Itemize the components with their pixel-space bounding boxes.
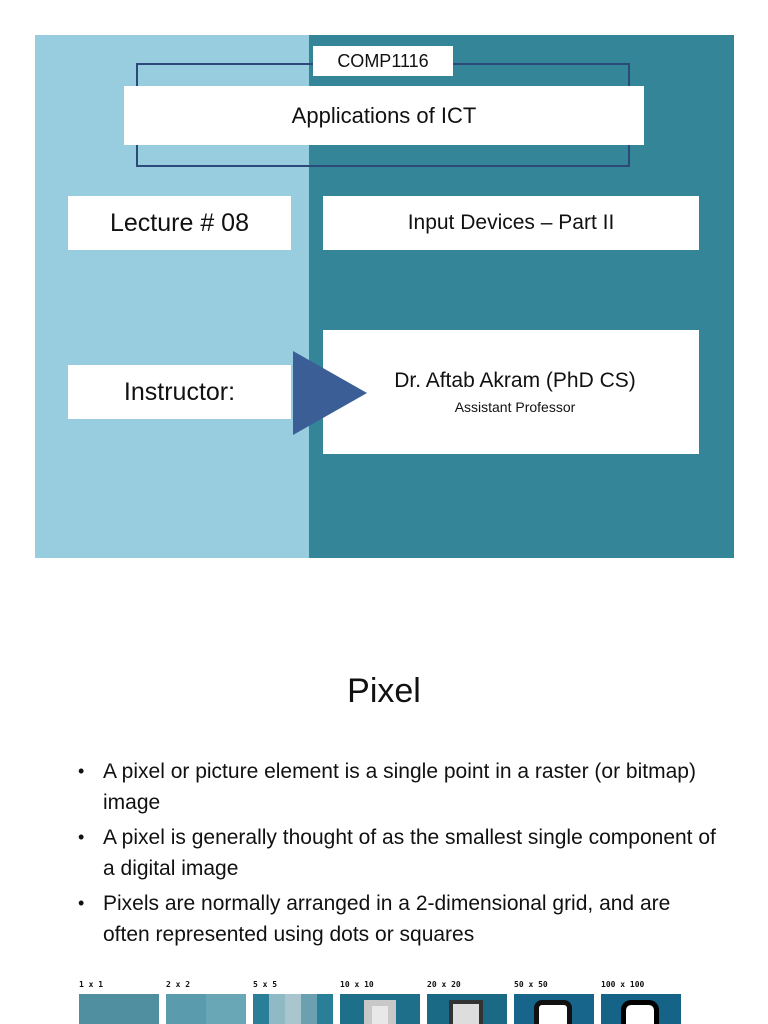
instructor-card: Dr. Aftab Akram (PhD CS) Assistant Profe… <box>323 330 699 454</box>
instructor-role: Assistant Professor <box>454 399 576 415</box>
resolution-label: 20 x 20 <box>427 980 461 989</box>
resolution-strip: 1 x 1 2 x 2 5 x 5 10 x 10 20 x 20 50 x 5… <box>79 980 689 1024</box>
pixel-image <box>514 994 594 1024</box>
pixel-image <box>427 994 507 1024</box>
pixel-image <box>166 994 246 1024</box>
resolution-sample: 20 x 20 <box>427 980 509 1024</box>
resolution-sample: 100 x 100 <box>601 980 683 1024</box>
title-slide: Applications of ICT COMP1116 Lecture # 0… <box>35 35 734 558</box>
pixel-image <box>253 994 333 1024</box>
resolution-sample: 5 x 5 <box>253 980 335 1024</box>
resolution-label: 1 x 1 <box>79 980 104 989</box>
pixel-image <box>601 994 681 1024</box>
pixel-image <box>340 994 420 1024</box>
course-code: COMP1116 <box>313 46 453 76</box>
bullet-icon: • <box>78 827 85 847</box>
resolution-label: 10 x 10 <box>340 980 374 989</box>
bullet-icon: • <box>78 761 85 781</box>
resolution-sample: 2 x 2 <box>166 980 248 1024</box>
resolution-label: 50 x 50 <box>514 980 548 989</box>
resolution-sample: 1 x 1 <box>79 980 161 1024</box>
resolution-label: 2 x 2 <box>166 980 191 989</box>
resolution-sample: 10 x 10 <box>340 980 422 1024</box>
page-title: Pixel <box>347 672 421 710</box>
list-item: •A pixel is generally thought of as the … <box>78 822 718 884</box>
lecture-topic: Input Devices – Part II <box>323 196 699 250</box>
resolution-sample: 50 x 50 <box>514 980 596 1024</box>
lecture-number: Lecture # 08 <box>68 196 291 250</box>
list-item: •Pixels are normally arranged in a 2-dim… <box>78 888 718 950</box>
pixel-image <box>79 994 159 1024</box>
arrow-right-icon <box>293 351 367 435</box>
instructor-label: Instructor: <box>68 365 291 419</box>
bullet-icon: • <box>78 893 85 913</box>
list-item: •A pixel or picture element is a single … <box>78 756 718 818</box>
instructor-name: Dr. Aftab Akram (PhD CS) <box>394 369 636 392</box>
bullet-list: •A pixel or picture element is a single … <box>78 756 718 954</box>
course-title: Applications of ICT <box>124 86 644 145</box>
resolution-label: 100 x 100 <box>601 980 645 989</box>
resolution-label: 5 x 5 <box>253 980 278 989</box>
